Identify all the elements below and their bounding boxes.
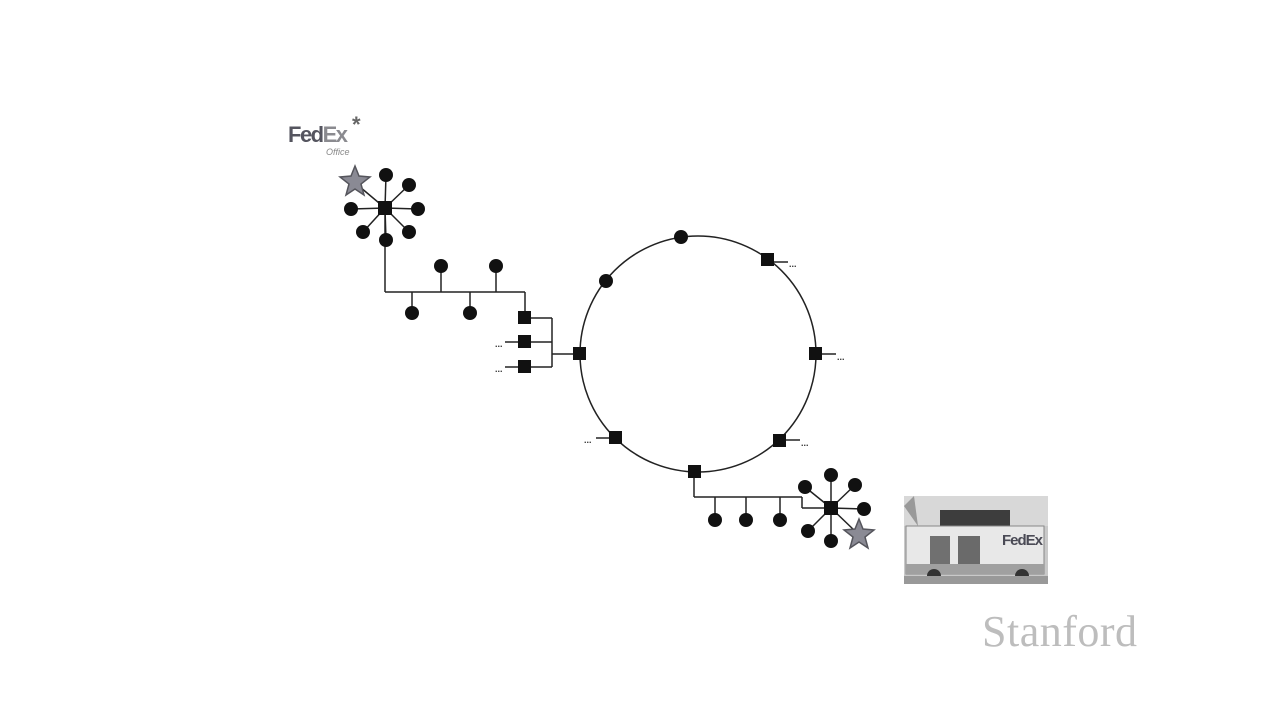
bus-router [518, 360, 531, 373]
star-host [402, 178, 416, 192]
bus-host [434, 259, 448, 273]
bus-host [489, 259, 503, 273]
star-host [824, 534, 838, 548]
ring-router-bottom [688, 465, 701, 478]
star-host [379, 233, 393, 247]
highlight-star-icon [338, 163, 372, 197]
star-host [824, 468, 838, 482]
star-host [379, 168, 393, 182]
asterisk-icon: * [352, 112, 361, 137]
bus-router [518, 335, 531, 348]
truck-image [904, 496, 1048, 584]
bus-host [708, 513, 722, 527]
ellipsis-label: ... [495, 339, 503, 349]
bus-host [463, 306, 477, 320]
bus-host [405, 306, 419, 320]
ellipsis-label: ... [837, 352, 845, 362]
star-host [848, 478, 862, 492]
star-host [801, 524, 815, 538]
fedex-truck-photo: FedEx [904, 496, 1048, 584]
bus-host [739, 513, 753, 527]
stanford-logo: Stanford [982, 607, 1138, 656]
ring-router-lower-right [773, 434, 786, 447]
bus-host [773, 513, 787, 527]
star-host [402, 225, 416, 239]
ring-router-lower-left [609, 431, 622, 444]
star-hub [824, 501, 838, 515]
star-host [411, 202, 425, 216]
ring-router-upper-right [761, 253, 774, 266]
star-host [857, 502, 871, 516]
ellipsis-label: ... [584, 435, 592, 445]
fedex-wordmark: FedEx [288, 122, 348, 148]
fedex-office-sub: Office [326, 147, 350, 157]
truck-fedex-logo: FedEx [1001, 532, 1043, 549]
ring-router-right [809, 347, 822, 360]
fedex-office-logo: FedEx * Office [288, 112, 378, 162]
fedex-fed: Fed [288, 122, 324, 147]
star-host [344, 202, 358, 216]
ellipsis-label: ... [495, 364, 503, 374]
star-host [798, 480, 812, 494]
ring-router-left [573, 347, 586, 360]
ring-node-upper-left [599, 274, 613, 288]
highlight-star-icon [842, 516, 876, 550]
fedex-ex: Ex [322, 122, 348, 147]
star-host [356, 225, 370, 239]
star-hub [378, 201, 392, 215]
ring-node-top [674, 230, 688, 244]
ellipsis-label: ... [789, 259, 797, 269]
bus-router [518, 311, 531, 324]
ellipsis-label: ... [801, 438, 809, 448]
